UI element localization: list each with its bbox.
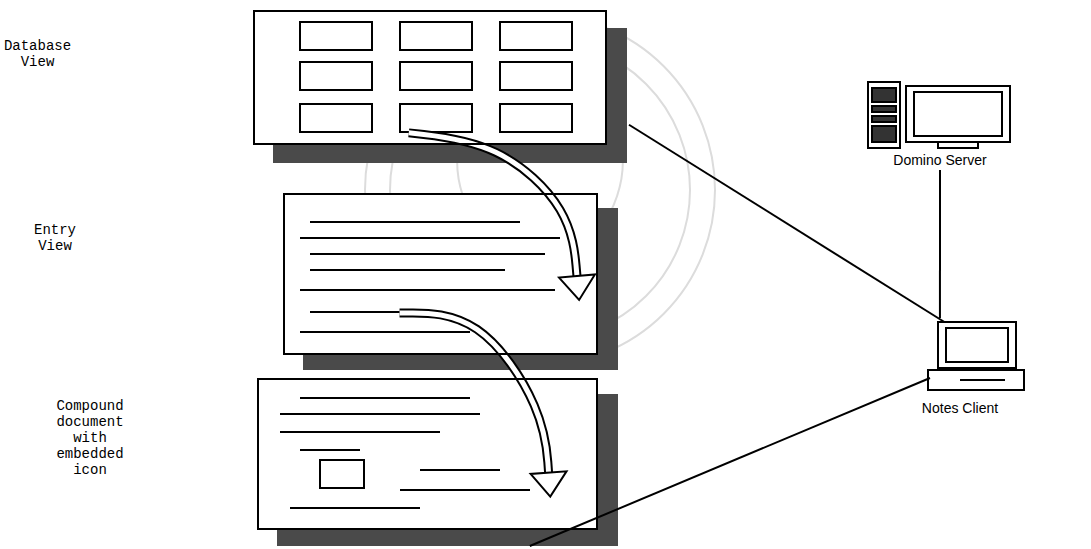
panel-label: Database View (0, 38, 75, 70)
network-link (939, 170, 940, 318)
client-node: Notes Client (900, 318, 1020, 418)
link-line (939, 170, 941, 318)
view-panel: Entry View (283, 193, 598, 355)
arrow-head (559, 274, 595, 299)
flow-arrow (409, 133, 595, 300)
panel-label: Entry View (20, 222, 90, 254)
arrow-body (400, 313, 549, 473)
arrow-body (409, 133, 577, 276)
flow-arrow (400, 313, 567, 497)
arrow-head (531, 471, 567, 496)
server-icon (868, 82, 1010, 148)
panel-label: Compound document with embedded icon (42, 398, 138, 478)
document-lines (280, 398, 530, 508)
server-node: Domino Server (865, 78, 1015, 170)
client-icon (928, 322, 1024, 390)
document-panel: Compound document with embedded icon (257, 378, 598, 530)
embedded-icon (320, 460, 364, 488)
device-label: Notes Client (900, 400, 1020, 416)
network-link (530, 378, 930, 546)
panel-ground (253, 10, 607, 530)
device-label: Domino Server (865, 152, 1015, 168)
arrow-body (400, 313, 549, 473)
view-panel: Database View (253, 10, 607, 145)
link-line (530, 378, 930, 546)
arrow-body (409, 133, 577, 276)
view-cells (300, 22, 572, 132)
